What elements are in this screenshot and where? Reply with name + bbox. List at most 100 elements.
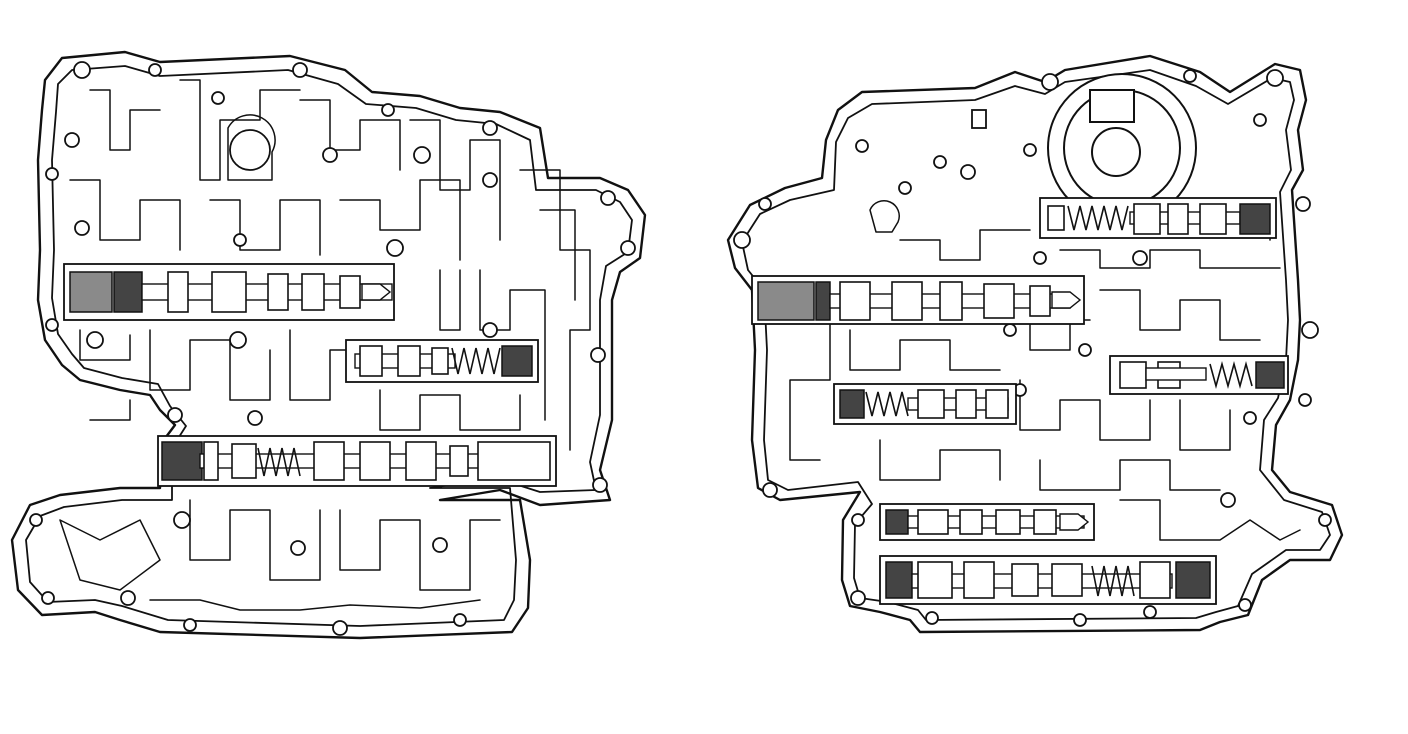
mounting-hole [45,167,59,181]
left-passage [409,119,501,241]
mounting-hole [1298,393,1312,407]
left-passage [339,509,501,591]
mounting-hole [482,120,498,136]
valve-body-right-view [726,54,1344,634]
left-passage [149,329,271,401]
mounting-hole [482,322,498,338]
right-passage [1059,249,1281,269]
mounting-hole [1220,492,1236,508]
pump-shaft-hole [1091,127,1141,177]
mounting-hole [148,63,162,77]
mounting-hole [120,590,136,606]
mounting-hole [1023,143,1037,157]
mounting-hole [960,164,976,180]
left-passage [189,499,321,581]
mounting-hole [898,181,912,195]
right-passage [849,329,1001,371]
mounting-hole [851,513,865,527]
mounting-hole [183,618,197,632]
right-passage [869,200,900,233]
mounting-hole [855,139,869,153]
mounting-hole [1243,411,1257,425]
mounting-hole [229,331,247,349]
mounting-hole [432,537,448,553]
right-body-outline [726,54,1344,634]
right-passage [879,439,1001,481]
left-passage [179,79,301,181]
left-passage [539,209,576,301]
mounting-hole [41,591,55,605]
mounting-hole [211,91,225,105]
mounting-hole [600,190,616,206]
mounting-hole [86,331,104,349]
valve-bore [879,555,1217,605]
right-passage [1019,379,1151,441]
left-passage [439,269,461,331]
mounting-hole [620,240,636,256]
mounting-hole [1143,605,1157,619]
left-passage [69,179,181,251]
mounting-hole [925,611,939,625]
left-passage [79,329,131,361]
right-passage [1039,459,1221,491]
left-passage [479,269,546,421]
right-passage [1119,499,1301,541]
mounting-hole [29,513,43,527]
valve-bore [751,275,1085,325]
mounting-hole [64,132,80,148]
valve-bore [157,435,557,487]
mounting-hole [381,103,395,117]
mounting-hole [292,62,308,78]
mounting-hole [322,147,338,163]
valve-bore [1109,355,1289,395]
right-passage [899,229,1031,261]
mounting-hole [1132,250,1148,266]
left-passage [339,179,461,261]
valve-body-left-view [10,50,647,640]
mounting-hole [73,61,91,79]
valve-bore [1039,197,1277,239]
mounting-hole [733,231,751,249]
mounting-hole [1295,196,1311,212]
mounting-hole [247,410,263,426]
mounting-hole [758,197,772,211]
mounting-hole [1073,613,1087,627]
mounting-hole [229,129,271,171]
left-passage [519,169,591,451]
mounting-hole [1183,69,1197,83]
right-passage [1179,399,1231,451]
right-passage [1099,289,1261,341]
mounting-hole [482,172,498,188]
mounting-hole [332,620,348,636]
mounting-hole [933,155,947,169]
mounting-hole [1003,323,1017,337]
mounting-hole [1041,73,1059,91]
mounting-hole [1266,69,1284,87]
mounting-hole [592,477,608,493]
mounting-hole [762,482,778,498]
mounting-hole [1238,598,1252,612]
left-passage [89,89,161,151]
valve-bore [345,339,539,383]
left-passage [299,99,401,171]
left-passage [289,329,346,401]
valve-bore [879,503,1095,541]
mounting-hole [1253,113,1267,127]
mounting-hole [590,347,606,363]
mounting-slot [971,109,987,129]
mounting-hole [173,511,191,529]
left-body-outline [10,50,647,640]
mounting-hole [850,590,866,606]
left-passage [227,114,276,181]
mounting-hole [167,407,183,423]
valve-bore [63,263,395,321]
mounting-hole [1078,343,1092,357]
mounting-hole [413,146,431,164]
mounting-hole [386,239,404,257]
mounting-hole [290,540,306,556]
left-body-inner-rim [25,65,633,627]
mounting-hole [1318,513,1332,527]
left-passage [149,599,481,611]
valve-bore [833,383,1017,425]
